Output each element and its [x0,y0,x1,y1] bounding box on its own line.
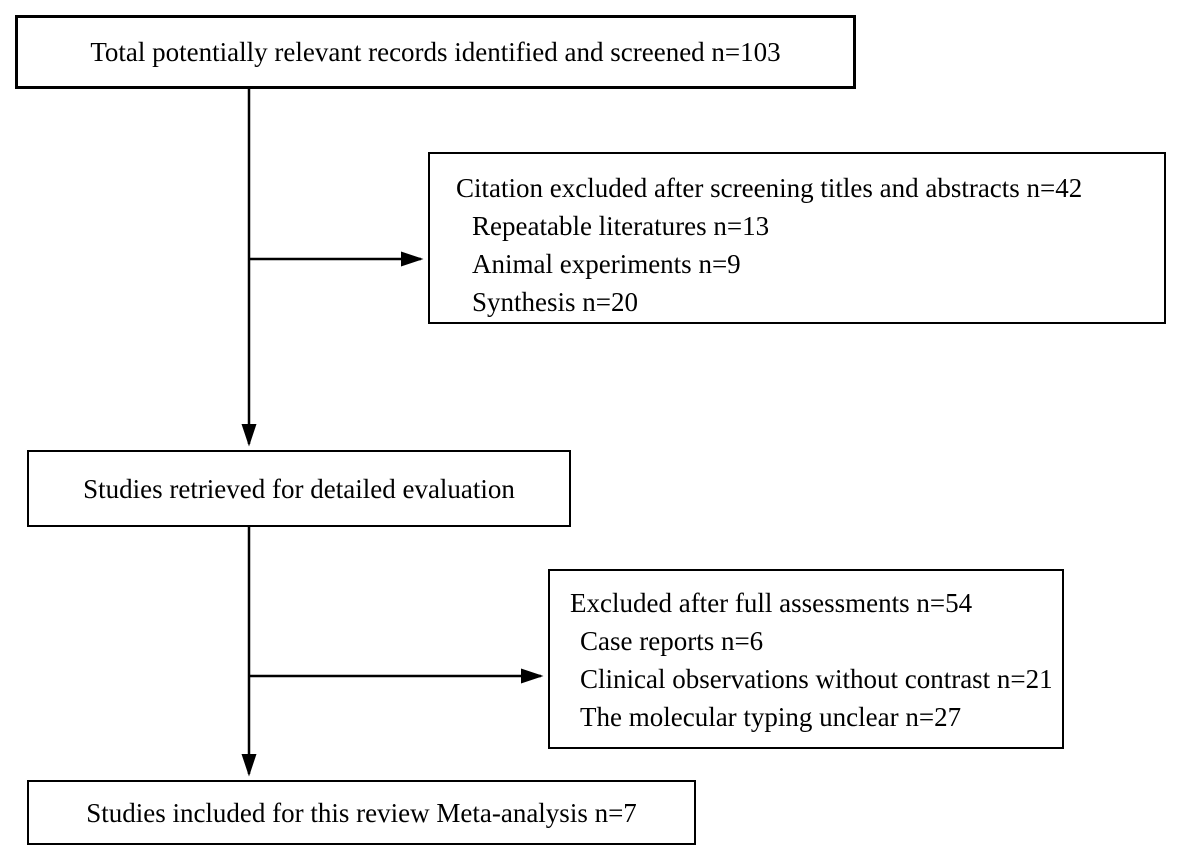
excluded-full-item-clinical-observations: Clinical observations without contrast n… [580,664,1053,694]
excluded-screening-item-synthesis: Synthesis n=20 [472,287,638,317]
excluded-full-title: Excluded after full assessments n=54 [570,588,973,618]
excluded-screening-item-animal: Animal experiments n=9 [472,249,741,279]
studies-included-text: Studies included for this review Meta-an… [86,797,637,828]
box-records-identified: Total potentially relevant records ident… [15,15,856,89]
excluded-screening-title: Citation excluded after screening titles… [456,173,1083,203]
studies-retrieved-text: Studies retrieved for detailed evaluatio… [83,473,515,504]
excluded-full-item-case-reports: Case reports n=6 [580,626,764,656]
box-studies-included: Studies included for this review Meta-an… [27,780,696,845]
excluded-screening-item-repeatable: Repeatable literatures n=13 [472,211,770,241]
box-excluded-after-full-assessment: Excluded after full assessments n=54 Cas… [548,569,1064,749]
excluded-full-item-typing-unclear: The molecular typing unclear n=27 [580,702,962,732]
box-excluded-after-screening: Citation excluded after screening titles… [428,152,1166,324]
records-identified-text: Total potentially relevant records ident… [90,37,781,67]
box-studies-retrieved: Studies retrieved for detailed evaluatio… [27,450,571,527]
